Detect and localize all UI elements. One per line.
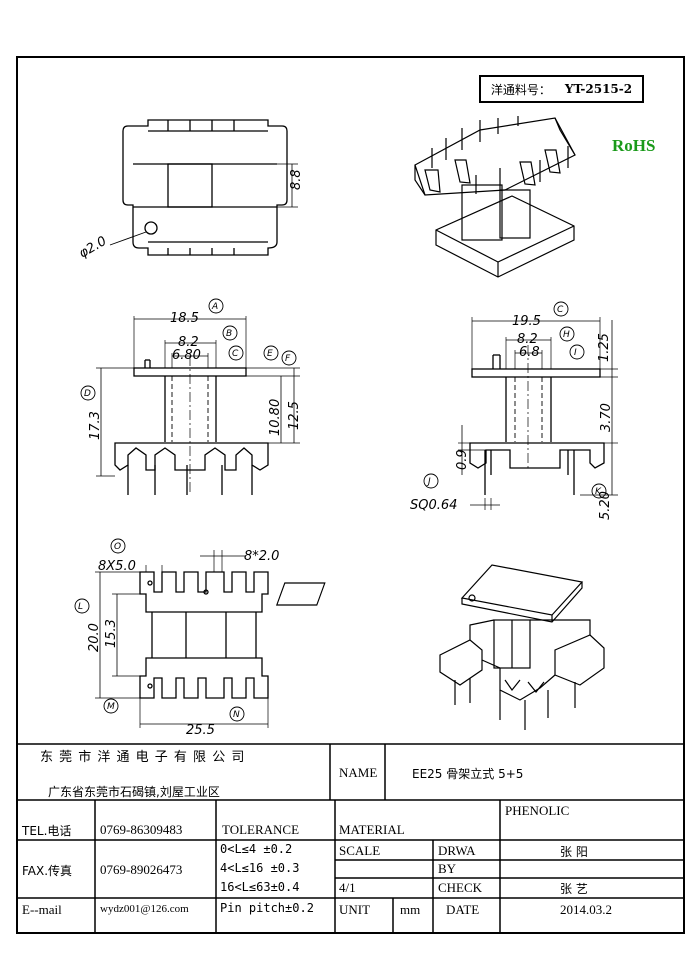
dim-slot: 8X5.0: [98, 559, 136, 574]
bottom-view: [95, 550, 269, 728]
dim-e: 10.80: [268, 399, 283, 436]
unit-value: mm: [400, 902, 421, 917]
scale-label: SCALE: [339, 843, 381, 858]
date-value: 2014.03.2: [560, 902, 612, 917]
name-value: EE25 骨架立式 5+5: [412, 767, 524, 781]
dim-g: 19.5: [512, 314, 541, 329]
dim-l: 0.9: [455, 449, 470, 470]
top-view: [109, 119, 298, 256]
tolerance-row-1: 0<L≤4 ±0.2: [220, 842, 293, 856]
callout-j: J: [426, 477, 431, 487]
part-number-box: 洋通料号： YT-2515-2: [479, 75, 644, 103]
name-label: NAME: [339, 765, 378, 780]
side-view: [458, 317, 618, 510]
drawn-label-by: BY: [438, 861, 457, 876]
fax-value: 0769-89026473: [100, 862, 183, 877]
dim-j: 1.25: [597, 333, 612, 362]
callout-e: E: [267, 349, 273, 359]
dim-bottom-width: 25.5: [186, 723, 215, 738]
callouts-front: [80, 298, 297, 401]
callout-a: A: [211, 302, 218, 312]
dim-c: 6.80: [172, 348, 201, 363]
callouts-side: [423, 301, 607, 499]
isometric-view-top: [414, 116, 576, 278]
date-label: DATE: [446, 902, 480, 917]
dim-hole-dia: φ2.0: [77, 234, 110, 262]
callout-n: N: [233, 710, 240, 720]
scale-value: 4/1: [339, 880, 356, 895]
dim-f: 12.5: [287, 401, 302, 430]
drawing-frame: [16, 56, 685, 934]
dim-pitch: 8*2.0: [244, 549, 279, 564]
dim-d: 17.3: [88, 411, 103, 440]
dim-bottom-inner: 15.3: [104, 619, 119, 648]
drawn-value: 张 阳: [560, 845, 588, 859]
callout-h: H: [563, 330, 570, 340]
dim-a: 18.5: [170, 311, 199, 326]
tolerance-row-2: 4<L≤16 ±0.3: [220, 861, 300, 875]
dim-k: 3.70: [599, 403, 614, 432]
fax-label: FAX.传真: [22, 864, 73, 878]
company-name: 东 莞 市 洋 通 电 子 有 限 公 司: [40, 750, 246, 765]
callout-q: M: [107, 702, 115, 712]
tel-label: TEL.电话: [22, 824, 72, 838]
isometric-view-bottom: [275, 564, 605, 730]
unit-label: UNIT: [339, 902, 371, 917]
callout-p: L: [78, 602, 83, 612]
callout-b: B: [226, 329, 232, 339]
dim-i: 6.8: [519, 345, 540, 360]
callout-d: D: [84, 389, 91, 399]
callout-f: F: [285, 354, 291, 364]
dim-b: 8.2: [178, 335, 199, 350]
check-value: 张 艺: [560, 882, 588, 896]
tolerance-row-4: Pin pitch±0.2: [220, 901, 314, 915]
dim-pin: SQ0.64: [410, 498, 457, 513]
dim-h: 8.2: [517, 332, 538, 347]
material-label: MATERIAL: [339, 822, 405, 837]
callout-c: C: [232, 349, 239, 359]
title-block-grid: [16, 743, 685, 934]
email-value: wydz001@126.com: [100, 903, 189, 915]
front-view: [96, 316, 300, 495]
part-number-label: 洋通料号：: [490, 82, 551, 97]
callout-g: C: [557, 305, 564, 315]
callout-i: I: [574, 348, 577, 358]
part-number-value: YT-2515-2: [564, 82, 633, 96]
callout-o: O: [114, 542, 121, 552]
company-address: 广东省东莞市石碣镇,刘屋工业区: [48, 785, 220, 799]
email-label: E--mail: [22, 902, 62, 917]
rohs-mark: RoHS: [612, 136, 656, 155]
dim-top-height: 8.8: [289, 169, 304, 190]
drawn-label: DRWA: [438, 843, 476, 858]
check-label: CHECK: [438, 880, 483, 895]
dim-m: 5.20: [598, 491, 613, 520]
callouts-bottom: [74, 538, 245, 722]
tel-value: 0769-86309483: [100, 822, 183, 837]
dim-bottom-height: 20.0: [87, 623, 102, 652]
tolerance-row-3: 16<L≤63±0.4: [220, 880, 300, 894]
material-value: PHENOLIC: [505, 803, 570, 818]
callout-k: K: [595, 487, 602, 497]
tolerance-label: TOLERANCE: [222, 822, 300, 837]
